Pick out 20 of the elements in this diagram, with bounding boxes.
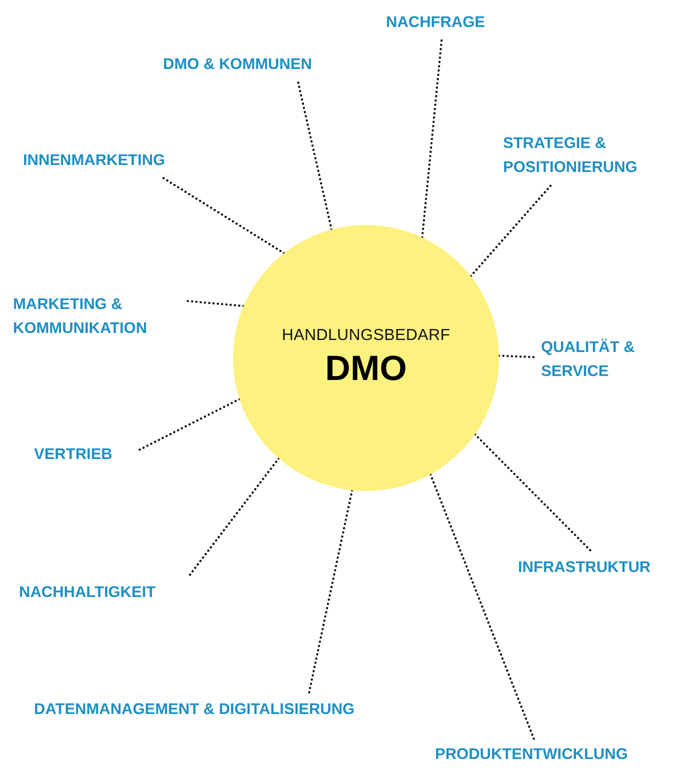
dotted-connector bbox=[474, 433, 594, 554]
dotted-connector bbox=[308, 489, 354, 696]
topic-label: MARKETING & KOMMUNIKATION bbox=[9, 290, 185, 344]
circle-title: DMO bbox=[325, 349, 407, 389]
topic-label: DATENMANAGEMENT & DIGITALISIERUNG bbox=[30, 695, 428, 725]
topic-label: DMO & KOMMUNEN bbox=[159, 50, 357, 80]
dotted-connector bbox=[296, 78, 333, 231]
topic-label: NACHFRAGE bbox=[382, 8, 515, 38]
dotted-connector bbox=[470, 182, 554, 278]
topic-label: PRODUKTENTWICKLUNG bbox=[431, 740, 676, 768]
dotted-connector bbox=[421, 36, 443, 239]
topic-label: STRATEGIE & POSITIONIERUNG bbox=[499, 129, 676, 183]
topic-label: QUALITÄT & SERVICE bbox=[537, 333, 663, 387]
topic-label: INFRASTRUKTUR bbox=[514, 553, 676, 583]
topic-label: VERTRIEB bbox=[30, 440, 138, 470]
dotted-connector bbox=[136, 398, 241, 452]
topic-label: NACHHALTIGKEIT bbox=[15, 578, 191, 608]
circle-subtitle: HANDLUNGSBEDARF bbox=[282, 327, 450, 345]
topic-label: INNENMARKETING bbox=[19, 146, 207, 176]
dotted-connector bbox=[429, 473, 536, 742]
